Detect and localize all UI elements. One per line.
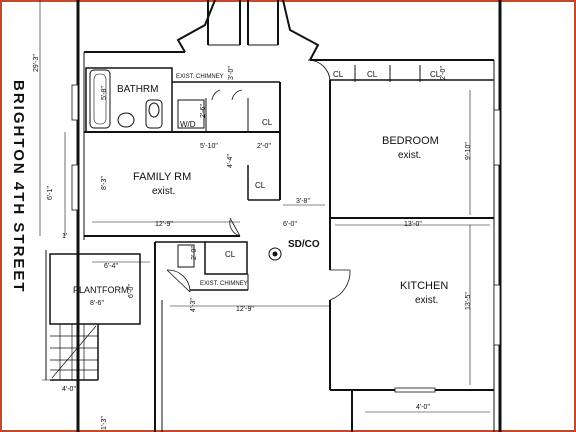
dim-6-0-low: 6'-0" (128, 284, 135, 298)
chimney-note-upper: EXIST. CHIMNEY (176, 74, 224, 80)
dim-4-4: 4'-4" (227, 154, 234, 168)
dimension-lines (39, 0, 490, 413)
dim-29-3: 29'-3" (33, 54, 40, 72)
dim-3-0: 3'-0" (228, 66, 235, 80)
platform-outline (49, 253, 141, 325)
dim-6-0-mid: 6'-0" (283, 221, 297, 228)
street-label: BRIGHTON 4TH STREET (10, 80, 27, 294)
closet-label-2: CL (367, 70, 378, 79)
dim-1-3: 1'-3" (101, 416, 108, 430)
dim-2-0-low: 2'-0" (191, 246, 198, 260)
walls (45, 0, 502, 432)
chimney-note-lower: EXIST. CHIMNEY (200, 281, 248, 287)
closet-label-3: CL (430, 70, 441, 79)
dim-6-4: 6'-4" (104, 263, 118, 270)
closet-label-4: CL (262, 118, 273, 127)
dim-12-9-upper: 12'-9" (155, 221, 173, 228)
windows (71, 84, 501, 393)
bathroom-label: BATHRM (117, 84, 158, 95)
dim-8-6: 8'-6" (90, 300, 104, 307)
fixtures (89, 69, 282, 261)
dim-6-1: 6'-1" (47, 186, 54, 200)
bay-wall (176, 0, 216, 53)
kitchen-note: exist. (415, 295, 438, 306)
dim-2-0-top: 2'-0" (440, 66, 447, 80)
closet-label-5: CL (255, 181, 266, 190)
washer-dryer-label: W/D (180, 120, 196, 129)
dim-3-8: 3'-8" (296, 198, 310, 205)
dim-12-9-lower: 12'-9" (236, 306, 254, 313)
dim-5-10: 5'-10" (200, 143, 218, 150)
door-swings (166, 59, 351, 301)
bedroom-note: exist. (398, 150, 421, 161)
dim-2-0-mid: 2'-0" (257, 143, 271, 150)
family-room-note: exist. (152, 186, 175, 197)
dim-5-8: 5'-8" (101, 86, 108, 100)
dim-8-3: 8'-3" (101, 176, 108, 190)
dim-4-0-right: 4'-0" (416, 404, 430, 411)
platform-label: PLANTFORM (73, 285, 129, 295)
dim-1: 1' (62, 233, 67, 240)
closet-label-1: CL (333, 70, 344, 79)
sink-icon (117, 112, 135, 128)
dim-4-0-left: 4'-0" (62, 386, 76, 393)
dim-13-5: 13'-5" (465, 292, 472, 310)
washer-dryer-icon (177, 99, 205, 129)
dim-13-0: 13'-0" (404, 221, 422, 228)
closet-label-6: CL (225, 250, 236, 259)
kitchen-label: KITCHEN (400, 280, 448, 292)
dim-9-10: 9'-10" (465, 142, 472, 160)
dim-2-6: 2'-6" (200, 104, 207, 118)
lower-closet (204, 241, 248, 275)
family-room-label: FAMILY RM (133, 171, 191, 183)
bedroom-label: BEDROOM (382, 135, 439, 147)
dim-4-3: 4'-3" (190, 298, 197, 312)
smoke-detector-label: SD/CO (288, 239, 320, 250)
